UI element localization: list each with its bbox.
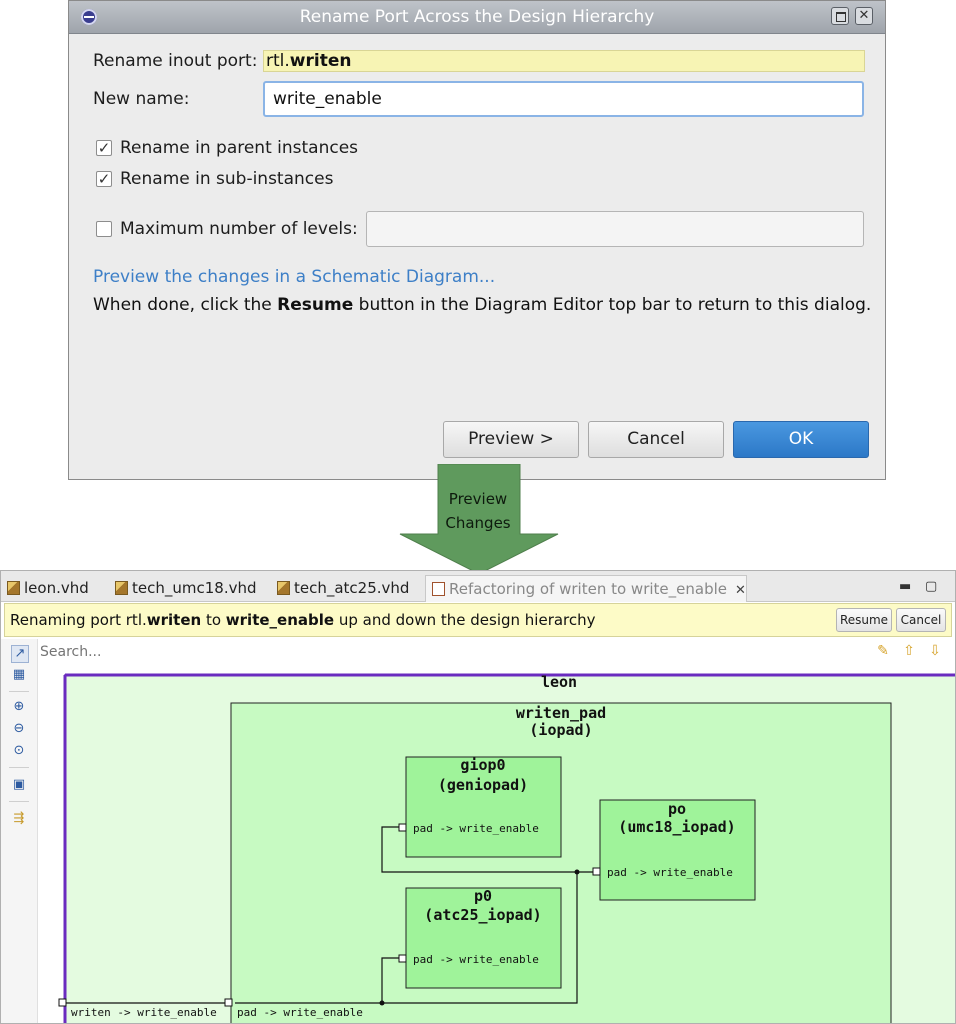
preview-changes-arrow (399, 464, 559, 575)
po-block[interactable] (599, 799, 756, 901)
rename-parent-label: Rename in parent instances (120, 138, 359, 158)
cancel-button[interactable]: Cancel (588, 421, 724, 458)
giop0-type: (geniopad) (438, 776, 528, 794)
tab-tech-umc18[interactable]: tech_umc18.vhd (109, 575, 269, 601)
maximize-view-icon[interactable]: ▢ (925, 579, 938, 594)
po-name: po (668, 800, 686, 818)
rename-sub-label: Rename in sub-instances (120, 169, 334, 189)
arrow-up-icon[interactable]: ⇧ (903, 643, 915, 659)
toolbar-separator (9, 801, 29, 802)
rename-sub-checkbox[interactable]: ✓ (96, 170, 112, 188)
info-pre: When done, click the (93, 295, 272, 315)
resume-button[interactable]: Resume (836, 608, 892, 632)
close-icon[interactable]: ✕ (855, 7, 873, 25)
po-type: (umc18_iopad) (618, 818, 735, 836)
tab-tech-atc25[interactable]: tech_atc25.vhd (271, 575, 423, 601)
writen-pad-port-label: pad -> write_enable (237, 1006, 363, 1019)
diagram-editor: leon.vhd tech_umc18.vhd tech_atc25.vhd R… (0, 570, 956, 1024)
tab-leon-vhd[interactable]: leon.vhd (1, 575, 107, 601)
rename-port-dialog: Rename Port Across the Design Hierarchy … (68, 0, 886, 480)
leon-title: leon (541, 673, 577, 691)
p0-block[interactable] (405, 887, 562, 989)
app-icon (81, 9, 97, 25)
info-text: When done, click the Resume button in th… (93, 295, 871, 315)
maximize-icon[interactable] (831, 7, 849, 25)
port-name-field: rtl.writen (263, 50, 865, 72)
writen-pad-port[interactable] (224, 998, 233, 1007)
banner-text: Renaming port rtl. (10, 611, 147, 629)
p0-type: (atc25_iopad) (424, 906, 541, 924)
max-levels-label: Maximum number of levels: (120, 219, 358, 239)
toolbar-separator (9, 767, 29, 768)
editor-cancel-button[interactable]: Cancel (896, 608, 946, 632)
vhdl-file-icon (277, 581, 290, 595)
leon-port-label: writen -> write_enable (71, 1006, 217, 1019)
info-post: button in the Diagram Editor top bar to … (358, 295, 872, 315)
giop0-pad-port[interactable] (398, 823, 407, 832)
po-port-label: pad -> write_enable (607, 866, 733, 879)
p0-pad-port[interactable] (398, 954, 407, 963)
toolbar-separator (9, 691, 29, 692)
new-name-input[interactable] (263, 81, 864, 117)
giop0-port-label: pad -> write_enable (413, 822, 539, 835)
schematic-diagram: leon writen_pad (iopad) giop0 (geniopad)… (58, 673, 955, 1023)
leon-writen-port[interactable] (58, 998, 67, 1007)
new-diagram-icon[interactable]: ↗ (11, 645, 29, 663)
banner-old-name: writen (146, 611, 202, 629)
zoom-out-icon[interactable]: ⊖ (13, 721, 25, 736)
diagram-file-icon (432, 582, 445, 596)
arrow-label-line2: Changes (445, 514, 511, 532)
port-name: writen (289, 51, 352, 71)
ok-button[interactable]: OK (733, 421, 869, 458)
search-input[interactable] (38, 640, 862, 664)
arrow-label-line1: Preview (448, 490, 508, 508)
banner-new-name: write_enable (225, 611, 335, 629)
banner-text: up and down the design hierarchy (334, 611, 596, 629)
writen-pad-name: writen_pad (516, 704, 606, 722)
dialog-title: Rename Port Across the Design Hierarchy (299, 7, 655, 27)
dialog-titlebar[interactable]: Rename Port Across the Design Hierarchy … (69, 1, 885, 34)
max-levels-checkbox[interactable] (96, 221, 112, 237)
wire-junction (379, 1000, 385, 1006)
po-pad-port[interactable] (592, 867, 601, 876)
tab-refactoring[interactable]: Refactoring of writen to write_enable ✕ (425, 575, 747, 602)
info-bold: Resume (277, 295, 354, 315)
tab-label: tech_atc25.vhd (294, 579, 410, 597)
preview-schematic-link[interactable]: Preview the changes in a Schematic Diagr… (93, 267, 496, 287)
wire-junction (574, 869, 580, 875)
rename-port-label: Rename inout port: (93, 51, 258, 71)
tab-label: tech_umc18.vhd (132, 579, 257, 597)
refactor-banner: Renaming port rtl.writen to write_enable… (4, 603, 952, 637)
rename-parent-checkbox[interactable]: ✓ (96, 139, 112, 157)
banner-text: to (201, 611, 226, 629)
new-name-label: New name: (93, 89, 190, 109)
vhdl-file-icon (7, 581, 20, 595)
close-tab-icon[interactable]: ✕ (734, 583, 746, 598)
p0-name: p0 (474, 887, 492, 905)
layout-icon[interactable]: ▦ (12, 667, 26, 682)
save-icon[interactable]: ▣ (12, 777, 26, 792)
clear-icon[interactable]: ✎ (877, 643, 889, 659)
port-prefix: rtl. (266, 51, 290, 71)
minimize-icon[interactable]: ▬ (899, 579, 912, 594)
tab-label: Refactoring of writen to write_enable (449, 580, 727, 598)
tab-label: leon.vhd (24, 579, 89, 597)
p0-port-label: pad -> write_enable (413, 953, 539, 966)
arrow-down-icon[interactable]: ⇩ (929, 643, 941, 659)
giop0-name: giop0 (460, 756, 505, 774)
max-levels-input[interactable] (366, 211, 864, 247)
editor-tabs: leon.vhd tech_umc18.vhd tech_atc25.vhd R… (1, 571, 955, 602)
vhdl-file-icon (115, 581, 128, 595)
preview-button[interactable]: Preview > (443, 421, 579, 458)
zoom-fit-icon[interactable]: ⊙ (13, 743, 25, 758)
diagram-toolbar: ↗ ▦ ⊕ ⊖ ⊙ ▣ ⇶ (1, 639, 38, 1023)
export-icon[interactable]: ⇶ (13, 811, 25, 826)
writen-pad-type: (iopad) (529, 721, 592, 739)
zoom-in-icon[interactable]: ⊕ (13, 699, 25, 714)
giop0-block[interactable] (405, 756, 562, 858)
